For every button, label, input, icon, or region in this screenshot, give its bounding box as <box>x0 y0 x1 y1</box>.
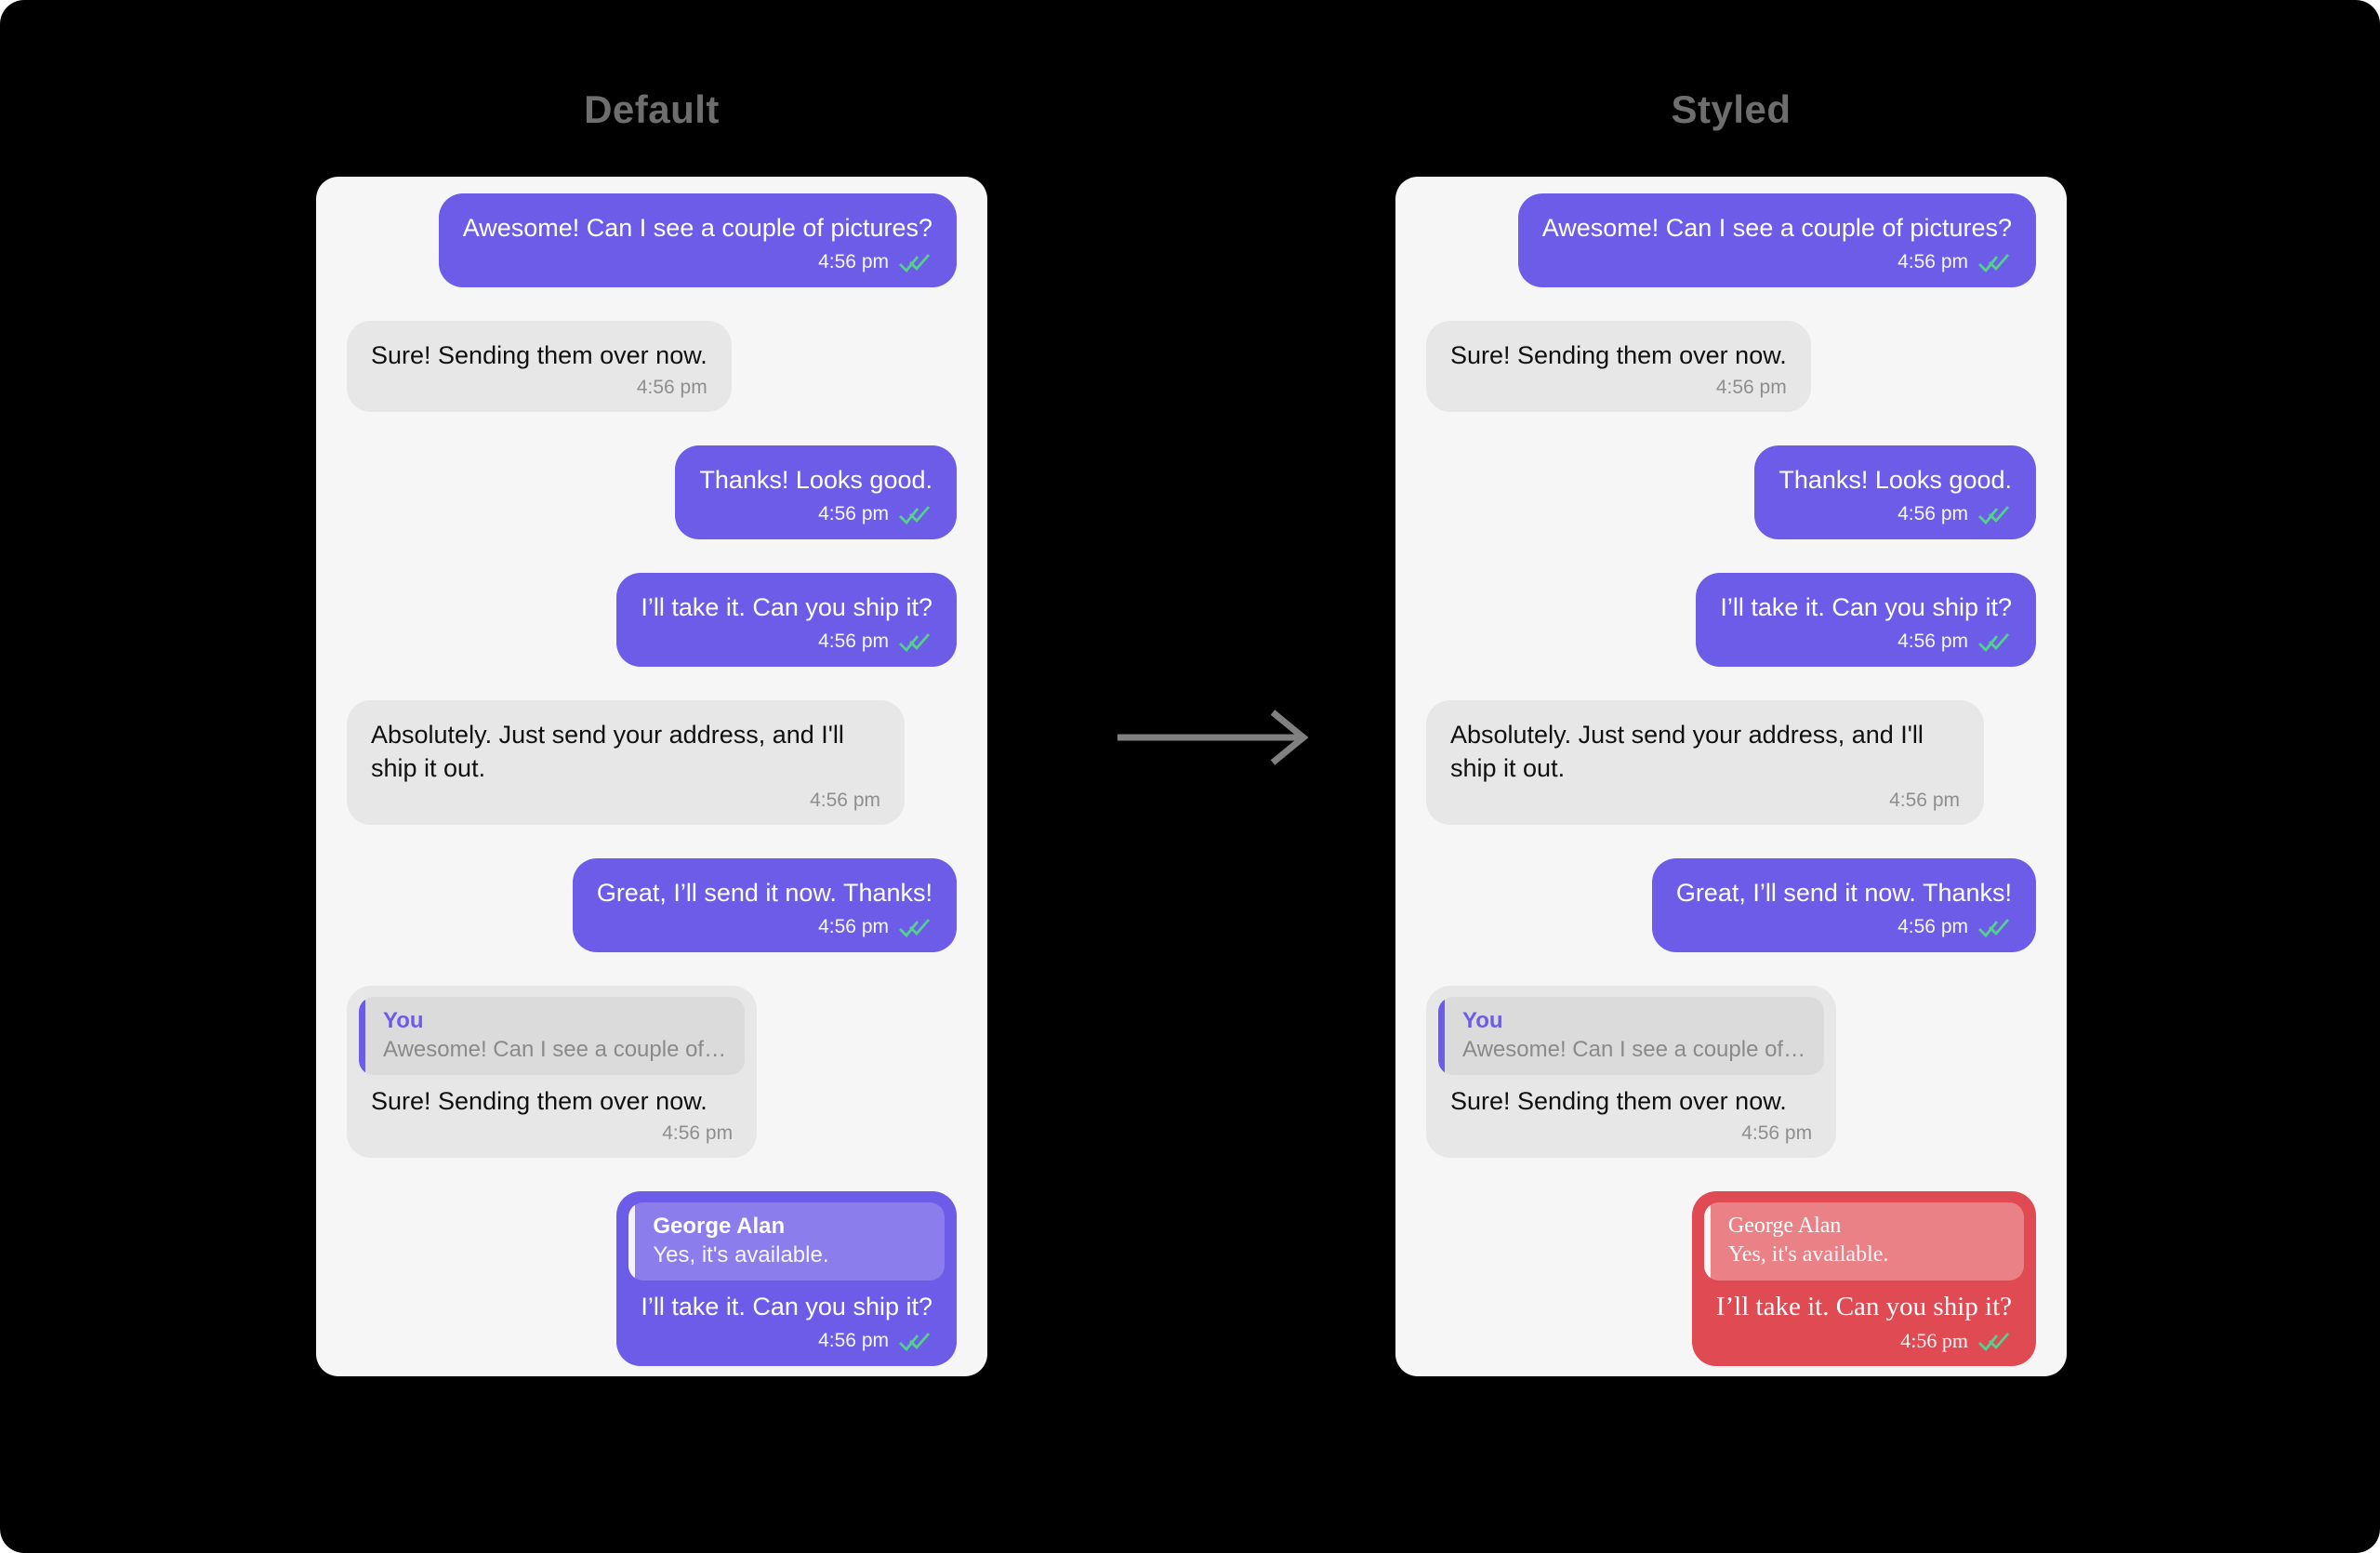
chat-panel-default: Awesome! Can I see a couple of pictures?… <box>316 177 987 1376</box>
message-text: I’ll take it. Can you ship it? <box>641 593 932 621</box>
reply-quote[interactable]: George Alan Yes, it's available. <box>1703 1202 2024 1281</box>
message-time: 4:56 pm <box>1897 250 1968 272</box>
message-text: Sure! Sending them over now. <box>1450 341 1787 369</box>
message-bubble[interactable]: George Alan Yes, it's available. I’ll ta… <box>616 1191 957 1366</box>
reply-author: George Alan <box>1727 1214 1842 1238</box>
message-text: Sure! Sending them over now. <box>371 1087 707 1115</box>
message-time: 4:56 pm <box>1741 1122 1813 1144</box>
reply-quote-bar <box>359 997 365 1075</box>
read-receipt-double-check-icon <box>897 629 932 654</box>
message-time: 4:56 pm <box>818 1329 889 1351</box>
message-meta: 4:56 pm <box>699 501 932 526</box>
message-text: Thanks! Looks good. <box>1778 466 2012 494</box>
message-text: Absolutely. Just send your address, and … <box>371 721 844 782</box>
message-bubble[interactable]: Absolutely. Just send your address, and … <box>1426 700 1984 825</box>
message-meta: 4:56 pm <box>1704 1328 2012 1353</box>
reply-quote-bar <box>1438 997 1445 1075</box>
message-bubble[interactable]: Awesome! Can I see a couple of pictures?… <box>438 193 957 287</box>
reply-quote[interactable]: You Awesome! Can I see a couple of… <box>1438 997 1825 1075</box>
message-time: 4:56 pm <box>1889 790 1960 811</box>
message-meta: 4:56 pm <box>371 790 880 812</box>
message-text: I’ll take it. Can you ship it? <box>1720 593 2012 621</box>
message-bubble[interactable]: Thanks! Looks good. 4:56 pm <box>1754 445 2036 539</box>
message-bubble[interactable]: You Awesome! Can I see a couple of… Sure… <box>347 986 758 1158</box>
message-time: 4:56 pm <box>1897 630 1968 652</box>
message-bubble[interactable]: I’ll take it. Can you ship it? 4:56 pm <box>616 573 957 667</box>
read-receipt-double-check-icon <box>1977 914 2012 939</box>
message-time: 4:56 pm <box>662 1122 734 1144</box>
reply-quote[interactable]: George Alan Yes, it's available. <box>628 1202 945 1281</box>
message-text: Great, I’ll send it now. Thanks! <box>1675 879 2012 907</box>
section-title-default: Default <box>584 87 720 131</box>
message-time: 4:56 pm <box>818 630 889 652</box>
message-bubble[interactable]: Great, I’ll send it now. Thanks! 4:56 pm <box>1651 858 2036 952</box>
reply-quote-bar <box>1703 1202 1711 1281</box>
reply-preview: Awesome! Can I see a couple of… <box>383 1037 727 1062</box>
reply-author: You <box>1462 1008 1503 1033</box>
message-time: 4:56 pm <box>1715 377 1787 398</box>
message-text: I’ll take it. Can you ship it? <box>641 1293 932 1321</box>
section-title-styled: Styled <box>1671 87 1792 131</box>
read-receipt-double-check-icon <box>1977 249 2012 274</box>
message-bubble[interactable]: Awesome! Can I see a couple of pictures?… <box>1517 193 2036 287</box>
message-time: 4:56 pm <box>810 790 880 811</box>
message-bubble[interactable]: You Awesome! Can I see a couple of… Sure… <box>1426 986 1837 1158</box>
reply-preview: Awesome! Can I see a couple of… <box>1462 1037 1806 1062</box>
message-time: 4:56 pm <box>1900 1328 1968 1352</box>
reply-preview: Yes, it's available. <box>653 1242 829 1268</box>
message-meta: 4:56 pm <box>597 914 932 939</box>
message-meta: 4:56 pm <box>1450 377 1787 399</box>
message-text: Thanks! Looks good. <box>699 466 932 494</box>
right-arrow-icon <box>1114 707 1315 768</box>
message-meta: 4:56 pm <box>371 377 707 399</box>
message-bubble[interactable]: George Alan Yes, it's available. I’ll ta… <box>1691 1191 2036 1366</box>
read-receipt-double-check-icon <box>897 501 932 526</box>
message-text: Sure! Sending them over now. <box>1450 1087 1787 1115</box>
message-bubble[interactable]: I’ll take it. Can you ship it? 4:56 pm <box>1696 573 2036 667</box>
message-time: 4:56 pm <box>818 250 889 272</box>
message-bubble[interactable]: Sure! Sending them over now. 4:56 pm <box>347 321 732 412</box>
reply-author: George Alan <box>653 1214 786 1239</box>
message-meta: 4:56 pm <box>641 629 932 654</box>
read-receipt-double-check-icon <box>1977 629 2012 654</box>
message-time: 4:56 pm <box>818 502 889 524</box>
message-text: Great, I’ll send it now. Thanks! <box>596 879 932 907</box>
read-receipt-double-check-icon <box>1977 501 2012 526</box>
message-time: 4:56 pm <box>636 377 707 398</box>
message-meta: 4:56 pm <box>628 1328 932 1353</box>
message-bubble[interactable]: Sure! Sending them over now. 4:56 pm <box>1426 321 1811 412</box>
chat-panel-styled: Awesome! Can I see a couple of pictures?… <box>1395 177 2067 1376</box>
message-text: Absolutely. Just send your address, and … <box>1450 721 1924 782</box>
message-bubble[interactable]: Thanks! Looks good. 4:56 pm <box>675 445 957 539</box>
reply-author: You <box>383 1008 424 1033</box>
message-bubble[interactable]: Great, I’ll send it now. Thanks! 4:56 pm <box>572 858 957 952</box>
message-text: Awesome! Can I see a couple of pictures? <box>1541 214 2012 242</box>
reply-quote-bar <box>628 1202 636 1281</box>
read-receipt-double-check-icon <box>897 914 932 939</box>
read-receipt-double-check-icon <box>897 1328 932 1353</box>
reply-preview: Yes, it's available. <box>1727 1242 1889 1267</box>
message-time: 4:56 pm <box>1897 915 1968 937</box>
message-bubble[interactable]: Absolutely. Just send your address, and … <box>347 700 905 825</box>
message-text: Sure! Sending them over now. <box>371 341 707 369</box>
read-receipt-double-check-icon <box>1977 1328 2012 1353</box>
message-meta: 4:56 pm <box>359 1122 733 1145</box>
message-meta: 4:56 pm <box>1778 501 2012 526</box>
message-text: Awesome! Can I see a couple of pictures? <box>462 214 932 242</box>
message-meta: 4:56 pm <box>1676 914 2012 939</box>
message-meta: 4:56 pm <box>463 249 932 274</box>
message-meta: 4:56 pm <box>1438 1122 1812 1145</box>
message-meta: 4:56 pm <box>1720 629 2012 654</box>
message-meta: 4:56 pm <box>1450 790 1960 812</box>
read-receipt-double-check-icon <box>897 249 932 274</box>
message-time: 4:56 pm <box>818 915 889 937</box>
message-time: 4:56 pm <box>1897 502 1968 524</box>
message-text: I’ll take it. Can you ship it? <box>1715 1292 2012 1321</box>
message-meta: 4:56 pm <box>1542 249 2012 274</box>
reply-quote[interactable]: You Awesome! Can I see a couple of… <box>359 997 746 1075</box>
